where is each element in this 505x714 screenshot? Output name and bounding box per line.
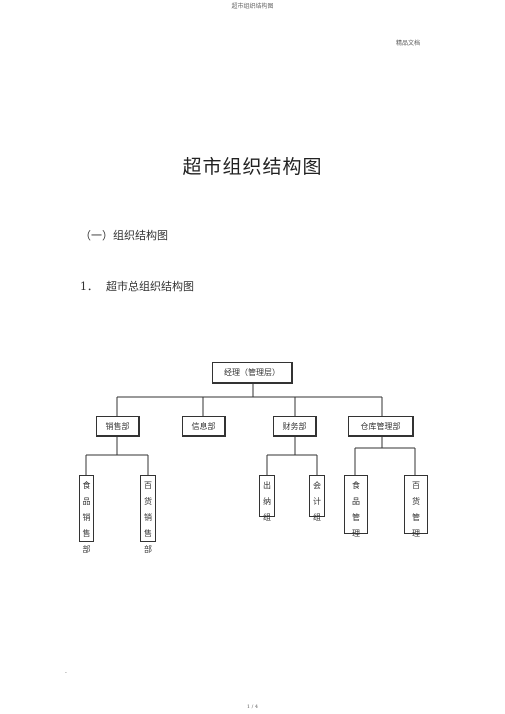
org-node-goods-management: 百 货 管 理 (404, 475, 428, 538)
org-node-char: 售 (82, 529, 91, 538)
org-node-char: 计 (313, 497, 321, 506)
org-node-char: 售 (144, 529, 152, 538)
page-header-title: 超市组织结构图 (231, 3, 274, 10)
org-node-char: 理 (412, 529, 420, 538)
org-node-char: 品 (82, 497, 91, 506)
org-node-char: 组 (313, 513, 321, 522)
org-node-char: 出 (263, 481, 271, 490)
org-node-finance-dept: 财务部 (273, 416, 317, 437)
org-node-warehouse-dept: 仓库管理部 (348, 416, 414, 437)
org-node-info-dept: 信息部 (182, 416, 226, 437)
org-node-info-dept-label: 信息部 (191, 421, 216, 431)
org-node-cashier-group: 出 纳 组 (259, 475, 275, 522)
org-node-char: 部 (82, 545, 91, 554)
org-node-finance-dept-label: 财务部 (282, 421, 307, 431)
org-node-char: 百 (412, 481, 420, 490)
page-number: 1 / 4 (246, 704, 259, 710)
org-node-char: 理 (352, 529, 360, 538)
org-node-char: 食 (352, 481, 360, 490)
org-node-char: 管 (412, 513, 420, 522)
footer-mark: . (65, 668, 67, 675)
section-heading: （一）组织结构图 (80, 229, 168, 242)
org-node-char: 部 (144, 545, 152, 554)
org-node-char: 会 (313, 481, 321, 490)
corner-tag: 精品文档 (396, 40, 421, 47)
org-node-food-sales: 食 品 销 售 部 (79, 475, 94, 554)
org-node-sales-dept: 销售部 (96, 416, 140, 437)
org-node-char: 百 (144, 481, 152, 490)
org-node-char: 货 (412, 497, 420, 506)
org-node-char: 销 (144, 513, 152, 522)
org-node-warehouse-dept-label: 仓库管理部 (360, 421, 401, 431)
org-node-sales-dept-label: 销售部 (105, 421, 130, 431)
subsection-title: 超市总组织结构图 (106, 280, 194, 293)
subsection-heading: 1． 超市总组织结构图 (80, 278, 194, 294)
org-node-char: 货 (144, 497, 152, 506)
org-node-accounting-group: 会 计 组 (309, 475, 325, 522)
subsection-number: 1． (80, 280, 98, 293)
org-node-char: 管 (352, 513, 360, 522)
org-node-char: 组 (263, 513, 271, 522)
document-title: 超市组织结构图 (182, 156, 323, 178)
org-node-char: 销 (82, 513, 91, 522)
org-node-root-label: 经理（管理层） (224, 368, 280, 377)
org-node-char: 食 (82, 481, 91, 490)
org-node-char: 纳 (263, 497, 271, 506)
org-node-food-management: 食 品 管 理 (344, 475, 368, 538)
org-node-char: 品 (352, 497, 360, 506)
org-node-goods-sales: 百 货 销 售 部 (140, 475, 156, 554)
org-node-root: 经理（管理层） (212, 362, 293, 384)
